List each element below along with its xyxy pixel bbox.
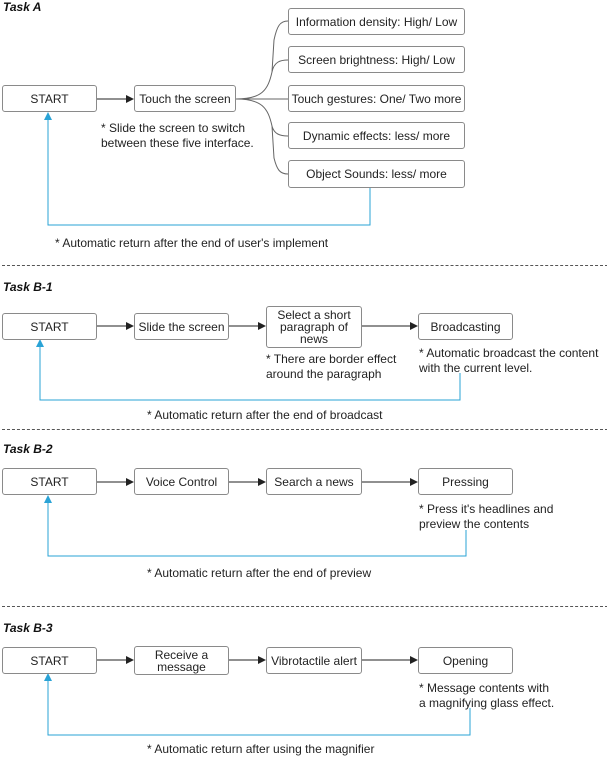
- option-touch-gestures: Touch gestures: One/ Two more: [288, 85, 465, 112]
- section-divider-2: [2, 429, 607, 430]
- option-screen-brightness: Screen brightness: High/ Low: [288, 46, 465, 73]
- return-line-task-b2: [44, 495, 467, 557]
- note-return-task-a: * Automatic return after the end of user…: [55, 236, 329, 250]
- note-return-task-b1: * Automatic return after the end of broa…: [147, 408, 383, 422]
- note-magnifying-glass: * Message contents with a magnifying gla…: [419, 681, 555, 710]
- slide-screen-node: Slide the screen: [134, 313, 229, 340]
- task-b2-start-node: START: [2, 468, 97, 495]
- note-automatic-broadcast: * Automatic broadcast the content with t…: [419, 346, 599, 375]
- option-information-density: Information density: High/ Low: [288, 8, 465, 35]
- voice-control-node: Voice Control: [134, 468, 229, 495]
- search-news-node: Search a news: [266, 468, 362, 495]
- select-paragraph-node: Select a short paragraph of news: [266, 306, 362, 348]
- task-b1-title: Task B-1: [3, 280, 53, 294]
- note-press-headlines: * Press it's headlines and preview the c…: [419, 502, 554, 531]
- pressing-node: Pressing: [418, 468, 513, 495]
- broadcasting-node: Broadcasting: [418, 313, 513, 340]
- option-dynamic-effects: Dynamic effects: less/ more: [288, 122, 465, 149]
- receive-message-node: Receive a message: [134, 646, 229, 675]
- task-b2-title: Task B-2: [3, 442, 53, 456]
- return-line-task-b3: [44, 673, 471, 736]
- vibrotactile-alert-node: Vibrotactile alert: [266, 647, 362, 674]
- touch-screen-node: Touch the screen: [134, 85, 236, 112]
- task-a-start-node: START: [2, 85, 97, 112]
- brace-connector: [235, 20, 289, 175]
- return-line-task-a: [44, 112, 371, 226]
- option-object-sounds: Object Sounds: less/ more: [288, 160, 465, 188]
- note-border-effect: * There are border effect around the par…: [266, 352, 397, 381]
- section-divider-1: [2, 265, 607, 266]
- opening-node: Opening: [418, 647, 513, 674]
- note-return-task-b3: * Automatic return after using the magni…: [147, 742, 375, 756]
- section-divider-3: [2, 606, 607, 607]
- task-b3-title: Task B-3: [3, 621, 53, 635]
- task-b1-start-node: START: [2, 313, 97, 340]
- note-return-task-b2: * Automatic return after the end of prev…: [147, 566, 372, 580]
- return-line-task-b1: [36, 339, 461, 401]
- task-a-title: Task A: [3, 0, 42, 14]
- note-slide-switch: * Slide the screen to switch between the…: [101, 121, 254, 150]
- task-b3-start-node: START: [2, 647, 97, 674]
